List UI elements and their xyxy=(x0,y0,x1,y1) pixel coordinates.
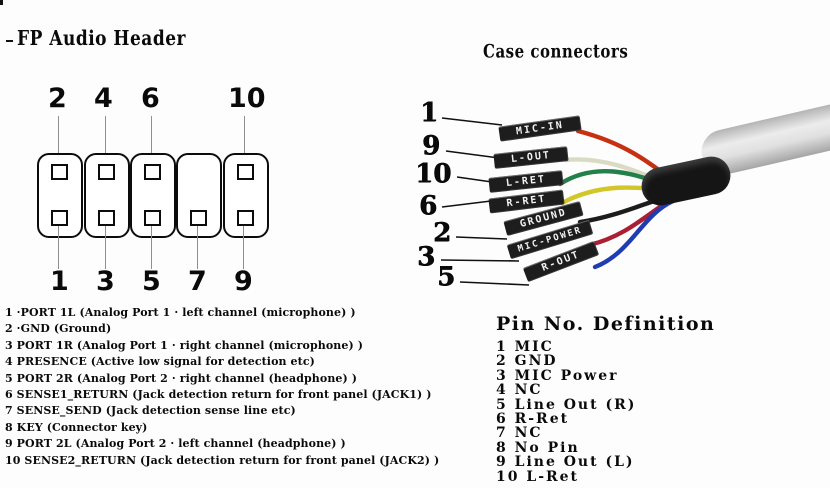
case-pin-number-1: 1 xyxy=(420,98,439,128)
definition-item: 4 NC xyxy=(496,382,543,399)
leader-line xyxy=(244,116,245,165)
header-bottom-label-5: 5 xyxy=(142,266,161,297)
title-dash xyxy=(6,40,13,42)
case-pin-number-6: 6 xyxy=(419,191,438,221)
leader-line-9 xyxy=(445,150,500,159)
definition-item: 9 Line Out (L) xyxy=(496,454,635,471)
case-pin-number-2: 2 xyxy=(433,218,452,248)
leader-line-10 xyxy=(456,176,493,183)
leader-line xyxy=(151,226,152,269)
definition-item: 3 MIC Power xyxy=(496,367,619,384)
fp-audio-header-title: FP Audio Header xyxy=(17,27,186,51)
pin-10-square xyxy=(237,164,254,180)
case-pin-number-5: 5 xyxy=(437,262,456,292)
header-socket-2 xyxy=(84,153,130,238)
pin-1-square xyxy=(51,210,68,226)
pin-description-item: 9 PORT 2L (Analog Port 2 · left channel … xyxy=(5,437,346,451)
leader-line xyxy=(151,116,152,165)
leader-line-1 xyxy=(441,117,503,126)
header-socket-4 xyxy=(176,153,222,238)
leader-line xyxy=(58,116,59,165)
definition-item: 10 L-Ret xyxy=(496,468,580,485)
pin-2-square xyxy=(51,164,68,180)
case-pin-number-3: 3 xyxy=(417,242,436,272)
pin-description-list: 1 ·PORT 1L (Analog Port 1 · left channel… xyxy=(5,305,439,469)
definition-item: 8 No Pin xyxy=(496,439,580,456)
definition-item: 6 R-Ret xyxy=(496,411,570,428)
leader-line xyxy=(105,226,106,269)
connector-label: L-RET xyxy=(505,173,547,190)
wires-and-leaders-svg xyxy=(440,117,676,286)
definition-item: 2 GND xyxy=(496,353,558,370)
pin-9-square xyxy=(237,210,254,226)
pin-5-square xyxy=(144,210,161,226)
pin-description-item: 4 PRESENCE (Active low signal for detect… xyxy=(5,355,315,369)
connector-label: R-RET xyxy=(505,193,548,210)
definition-item: 1 MIC xyxy=(496,339,554,355)
leader-line-6 xyxy=(441,200,492,208)
leader-line xyxy=(243,226,244,269)
case-pin-number-10: 10 xyxy=(415,159,452,189)
pin-description-item: 6 SENSE1_RETURN (Jack detection return f… xyxy=(5,388,432,402)
pin-description-item: 5 PORT 2R (Analog Port 2 · right channel… xyxy=(5,371,358,385)
leader-line xyxy=(105,116,106,165)
pin-description-item: 2 ·GND (Ground) xyxy=(5,322,112,336)
pin-description-item: 1 ·PORT 1L (Analog Port 1 · left channel… xyxy=(5,306,356,319)
header-top-label-6: 6 xyxy=(141,83,160,114)
pin-description-item: 10 SENSE2_RETURN (Jack detection return … xyxy=(5,453,440,467)
pin-7-square xyxy=(190,210,207,226)
pin-description-item: 8 KEY (Connector key) xyxy=(5,420,148,434)
pin-description-item: 7 SENSE_SEND (Jack detection sense line … xyxy=(5,404,296,418)
leader-line-5 xyxy=(459,281,530,286)
leader-line-3 xyxy=(440,259,520,262)
pin-definition-title: Pin No. Definition xyxy=(496,313,716,335)
connector-label: L-OUT xyxy=(510,149,552,166)
pin-3-square xyxy=(98,210,115,226)
case-connectors-title: Case connectors xyxy=(483,40,629,63)
header-top-label-10: 10 xyxy=(228,83,266,114)
header-top-label-2: 2 xyxy=(48,83,67,114)
pin-4-square xyxy=(98,164,115,180)
leader-line-2 xyxy=(455,236,508,240)
header-bottom-label-3: 3 xyxy=(96,266,115,297)
pin-definition-list: Pin No. Definition 1 MIC 2 GND 3 MIC Pow… xyxy=(496,313,715,484)
header-bottom-label-7: 7 xyxy=(188,266,207,297)
wire-r-out xyxy=(592,198,676,270)
header-top-label-4: 4 xyxy=(94,83,113,114)
leader-line xyxy=(58,226,59,269)
leader-line xyxy=(197,226,198,269)
definition-item: 5 Line Out (R) xyxy=(496,396,637,413)
pin-6-square xyxy=(144,164,161,180)
pin-description-item: 3 PORT 1R (Analog Port 1 · right channel… xyxy=(5,338,363,352)
definition-item: 7 NC xyxy=(496,425,543,442)
header-bottom-label-1: 1 xyxy=(50,266,69,297)
corner-mark xyxy=(0,0,3,5)
case-pin-number-9: 9 xyxy=(422,131,441,161)
header-bottom-label-9: 9 xyxy=(234,266,253,297)
